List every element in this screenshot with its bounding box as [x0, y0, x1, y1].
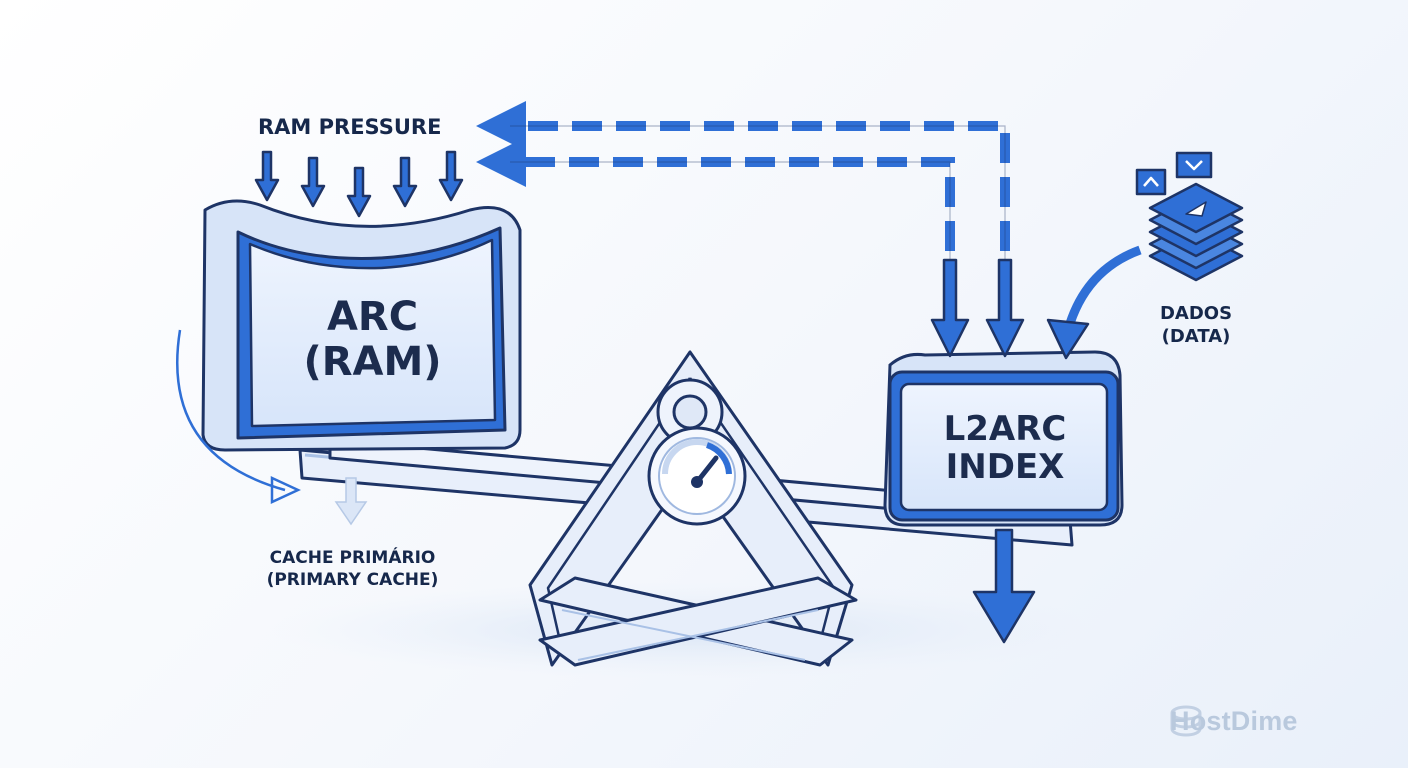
curved-eviction-arrowhead: [270, 476, 301, 504]
ram-pressure-arrows: [254, 150, 464, 218]
primary-cache-line1: CACHE PRIMÁRIO: [269, 548, 436, 568]
l2arc-down-arrow: [972, 528, 1036, 644]
hostdime-brand: HostDime: [1170, 706, 1298, 736]
primary-cache-label: CACHE PRIMÁRIO (PRIMARY CACHE): [250, 547, 455, 591]
arc-ram-title: ARC (RAM): [255, 295, 490, 385]
arrow-outlines: [510, 125, 1006, 295]
l2arc-index-title: L2ARC INDEX: [905, 410, 1105, 486]
data-label-line1: DADOS: [1159, 303, 1233, 324]
stacked-disks-logo-icon: [1170, 705, 1202, 737]
curved-eviction-arrow: [176, 329, 286, 492]
primary-cache-line2: (PRIMARY CACHE): [266, 570, 439, 591]
ram-pressure-label: RAM PRESSURE: [258, 115, 442, 139]
l2arc-index-panel: [883, 350, 1124, 527]
arc-title-line1: ARC: [326, 294, 419, 340]
data-label: DADOS (DATA): [1140, 302, 1252, 349]
data-label-line2: (DATA): [1161, 326, 1231, 348]
primary-cache-arrow: [334, 477, 368, 526]
data-flow-arrow: [1063, 245, 1142, 332]
dashed-feedback-arrows: [475, 101, 1010, 295]
l2arc-title-line2: INDEX: [945, 447, 1065, 488]
data-flow-arrowhead: [1046, 318, 1090, 360]
l2arc-title-line1: L2ARC: [943, 409, 1067, 449]
l2arc-input-arrows: [930, 258, 1025, 358]
arc-ram-panel: [201, 199, 522, 452]
scale-stand: [528, 350, 858, 667]
speedometer-icon: [647, 426, 747, 526]
arc-title-line2: (RAM): [303, 338, 442, 385]
stacked-layers-icon: [1135, 151, 1244, 282]
